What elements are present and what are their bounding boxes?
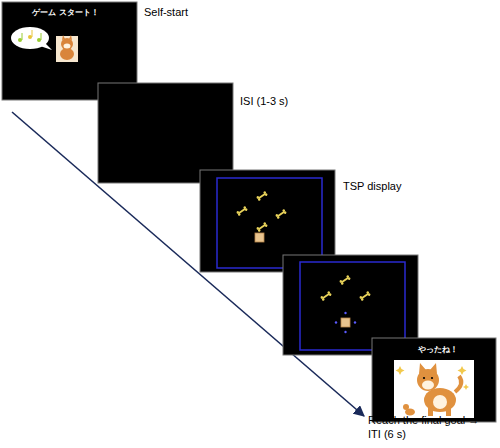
phase-note: Reach the final goal → ITI (6 s) <box>368 414 494 442</box>
phase-label: Self-start <box>144 6 188 19</box>
screen-caption: やったね！ <box>418 345 458 355</box>
isi-screen <box>98 83 233 183</box>
screen-frame: ゲーム スタート！Self-start <box>2 2 137 100</box>
screen-frame: ISI (1-3 s) <box>98 83 233 183</box>
screen-frame: やったね！ <box>372 338 496 422</box>
screen-caption: ゲーム スタート！ <box>32 8 99 18</box>
phase-label: ISI (1-3 s) <box>240 95 288 108</box>
phase-label: TSP display <box>343 180 402 193</box>
screen-frame: TSP display <box>200 170 335 272</box>
goal-screen <box>372 338 496 422</box>
